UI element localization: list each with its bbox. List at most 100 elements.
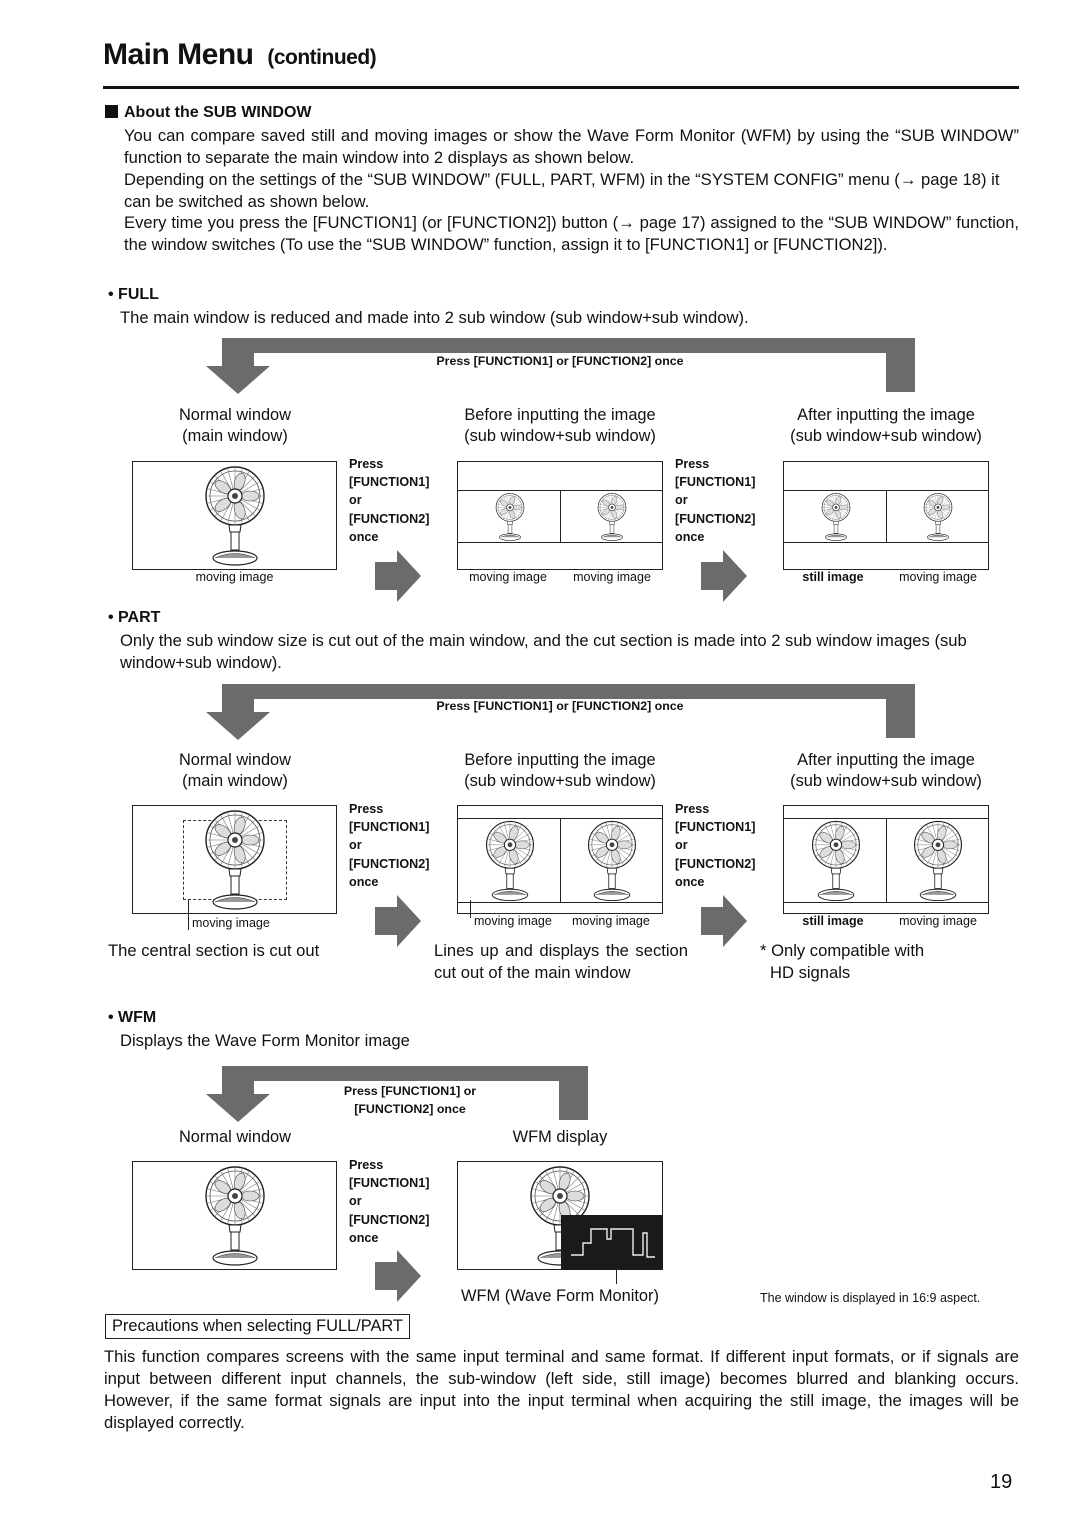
fan-icon — [812, 820, 860, 902]
press-note-line: Press — [675, 802, 710, 816]
full-col3-line2: (sub window+sub window) — [790, 427, 982, 445]
part-after-screen — [783, 805, 989, 914]
part-cap3a: still image — [802, 914, 864, 928]
press-note-line: [FUNCTION1] — [675, 475, 756, 490]
full-before-screen — [457, 461, 663, 570]
square-bullet-icon — [105, 105, 118, 118]
full-cap3b: moving image — [899, 570, 977, 584]
part-note-hd: * Only compatible with HD signals — [760, 940, 924, 984]
full-col3-title: After inputting the image (sub window+su… — [770, 405, 1002, 447]
full-col2-title: Before inputting the image (sub window+s… — [440, 405, 680, 447]
wfm-bar-label-line1: Press [FUNCTION1] or — [343, 1084, 477, 1098]
sub-bottom-line — [784, 542, 988, 543]
wfm-press-note: Press[FUNCTION1]or[FUNCTION2]once — [349, 1156, 429, 1247]
full-desc: The main window is reduced and made into… — [120, 308, 749, 327]
about-heading: About the SUB WINDOW — [105, 104, 312, 122]
part-normal-screen — [132, 805, 337, 914]
sub-top-line — [784, 818, 988, 819]
fan-icon — [588, 820, 636, 902]
wfm-heading: • WFM — [108, 1009, 157, 1026]
split-divider — [886, 818, 887, 902]
sub-bottom-line — [784, 902, 988, 903]
sub-bottom-line — [458, 542, 662, 543]
page-title-main: Main Menu — [103, 38, 254, 71]
part-col2-line1: Before inputting the image — [464, 751, 656, 769]
part-heading: • PART — [108, 609, 161, 626]
leader-line — [616, 1270, 617, 1284]
press-note-line: once — [349, 874, 379, 889]
full-heading: • FULL — [108, 286, 159, 303]
wfm-col2-title: WFM display — [512, 1128, 608, 1146]
fan-icon — [495, 493, 525, 541]
part-col3-line1: After inputting the image — [797, 751, 975, 769]
sub-bottom-line — [458, 902, 662, 903]
full-col1-title: Normal window (main window) — [135, 405, 335, 447]
fan-icon — [205, 1166, 265, 1266]
fan-icon — [205, 810, 265, 910]
press-note-line: [FUNCTION1] — [349, 1176, 430, 1191]
press-note-line: or — [349, 838, 362, 853]
title-rule — [103, 86, 1019, 89]
fan-icon — [597, 493, 627, 541]
press-note-line: [FUNCTION2] — [349, 1212, 430, 1227]
press-note-line: or — [675, 838, 688, 853]
arrow-right-icon — [375, 895, 421, 947]
wfm-display-screen — [457, 1161, 663, 1270]
split-divider — [886, 490, 887, 542]
full-bar-label: Press [FUNCTION1] or [FUNCTION2] once — [436, 354, 684, 368]
part-press-note-1: Press[FUNCTION1]or[FUNCTION2]once — [349, 800, 429, 891]
press-note-line: Press — [349, 1158, 384, 1172]
full-col2-line1: Before inputting the image — [464, 406, 656, 424]
press-note-line: once — [349, 529, 379, 544]
part-note-hd-line2: HD signals — [770, 963, 851, 982]
precautions-box: Precautions when selecting FULL/PART — [105, 1314, 410, 1339]
press-note-line: [FUNCTION2] — [349, 511, 430, 526]
fan-icon — [821, 493, 851, 541]
press-note-line: [FUNCTION1] — [349, 475, 430, 490]
wfm-flow-bar — [206, 1066, 588, 1122]
part-desc: Only the sub window size is cut out of t… — [120, 631, 967, 672]
precautions-text: This function compares screens with the … — [104, 1347, 1019, 1432]
about-para3: Every time you press the [FUNCTION1] (or… — [124, 213, 1019, 254]
part-bar-label: Press [FUNCTION1] or [FUNCTION2] once — [436, 699, 684, 713]
arrow-right-icon — [375, 1250, 421, 1302]
about-para2: Depending on the settings of the “SUB WI… — [124, 170, 1000, 211]
press-note-line: Press — [349, 457, 384, 471]
part-col1-line2: (main window) — [182, 772, 288, 790]
part-note-central: The central section is cut out — [108, 941, 320, 960]
arrow-right-icon — [701, 895, 747, 947]
press-note-line: once — [675, 874, 705, 889]
full-press-note-1: Press [FUNCTION1] or [FUNCTION2] once — [349, 455, 429, 546]
part-col3-line2: (sub window+sub window) — [790, 772, 982, 790]
part-cap3b: moving image — [899, 914, 977, 928]
part-cap1: moving image — [192, 916, 270, 930]
press-note-line: [FUNCTION2] — [675, 511, 756, 526]
part-col2-line2: (sub window+sub window) — [464, 772, 656, 790]
press-note-line: or — [675, 493, 688, 508]
part-flow-bar — [206, 684, 915, 740]
aspect-note: The window is displayed in 16:9 aspect. — [760, 1291, 981, 1305]
page-number: 19 — [990, 1471, 1013, 1493]
full-col1-line2: (main window) — [182, 427, 288, 445]
split-divider — [560, 490, 561, 542]
press-note-line: once — [349, 1230, 379, 1245]
full-col2-line2: (sub window+sub window) — [464, 427, 656, 445]
press-note-line: [FUNCTION2] — [675, 856, 756, 871]
wfm-desc: Displays the Wave Form Monitor image — [120, 1031, 410, 1050]
fan-icon — [205, 466, 265, 566]
full-after-screen — [783, 461, 989, 570]
arrow-right-icon — [701, 550, 747, 602]
part-col1-title: Normal window (main window) — [135, 750, 335, 792]
full-cap3a: still image — [802, 570, 864, 584]
press-note-line: [FUNCTION2] — [349, 856, 430, 871]
press-note-line: or — [349, 493, 362, 508]
wfm-normal-screen — [132, 1161, 337, 1270]
part-col2-title: Before inputting the image (sub window+s… — [440, 750, 680, 792]
sub-top-line — [458, 490, 662, 491]
page-title-suffix: (continued) — [267, 46, 377, 69]
part-note-lines-up: Lines up and displays the section cut ou… — [434, 941, 688, 982]
wfm-bar-label-line2: [FUNCTION2] once — [354, 1102, 466, 1116]
about-para1: You can compare saved still and moving i… — [124, 126, 1019, 167]
wfm-col1-title: Normal window — [178, 1128, 292, 1146]
waveform-panel — [561, 1215, 663, 1270]
